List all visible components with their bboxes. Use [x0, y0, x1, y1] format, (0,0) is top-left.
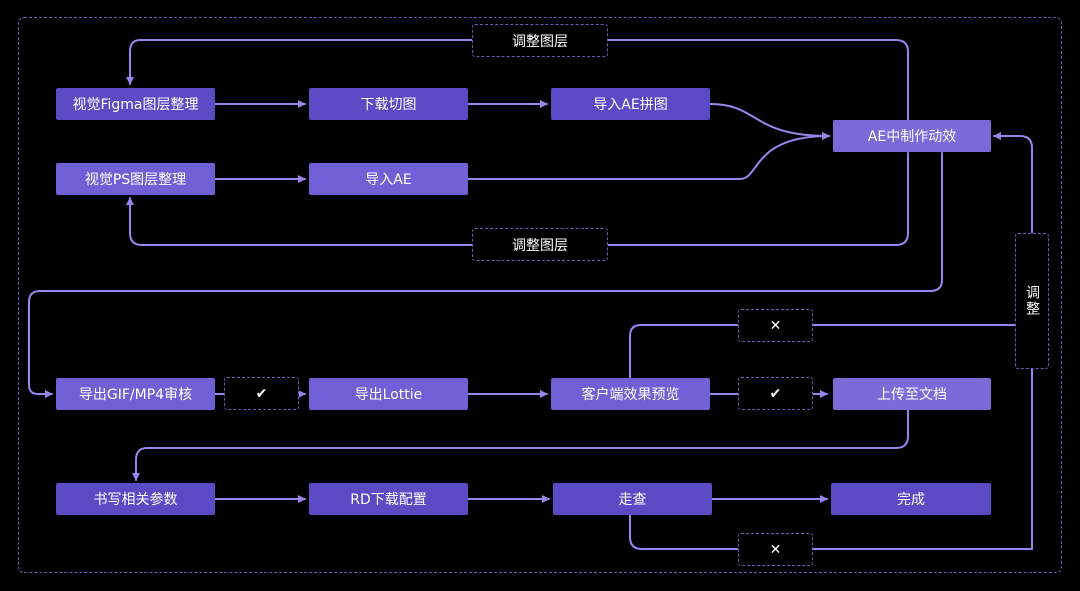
- adjust-layer-label-bottom: 调整图层: [472, 228, 608, 261]
- node-rd-download: RD下载配置: [309, 483, 468, 515]
- outer-frame: [18, 17, 1062, 573]
- node-write-params: 书写相关参数: [56, 483, 215, 515]
- edge-ae-to-export: [28, 152, 943, 398]
- edge-import-ae-to-ae: [467, 132, 830, 180]
- reject-cross-2: ✕: [738, 533, 813, 566]
- approve-check-2: ✔: [738, 377, 813, 410]
- approve-check-1: ✔: [224, 377, 299, 410]
- node-import-ae: 导入AE: [309, 163, 468, 195]
- node-upload-doc: 上传至文档: [833, 378, 991, 410]
- edge-adjust-right: [993, 132, 1033, 550]
- node-export-gif-mp4: 导出GIF/MP4审核: [56, 378, 215, 410]
- edge-walk-reject: [629, 514, 1033, 550]
- adjust-layer-label-top: 调整图层: [472, 24, 608, 57]
- node-done: 完成: [831, 483, 991, 515]
- adjust-label-vertical: 调整: [1015, 233, 1049, 369]
- node-ae-make-animation: AE中制作动效: [833, 120, 991, 152]
- node-figma-layers: 视觉Figma图层整理: [56, 88, 215, 120]
- node-import-ae-stitch: 导入AE拼图: [551, 88, 710, 120]
- node-download-slice: 下载切图: [309, 88, 468, 120]
- edge-upload-to-params: [132, 409, 909, 481]
- node-client-preview: 客户端效果预览: [551, 378, 710, 410]
- node-ps-layers: 视觉PS图层整理: [56, 163, 215, 195]
- edge-preview-reject: [629, 324, 1033, 379]
- reject-cross-1: ✕: [738, 309, 813, 342]
- node-walkthrough: 走查: [553, 483, 712, 515]
- node-export-lottie: 导出Lottie: [309, 378, 468, 410]
- edge-import-stitch-to-ae: [709, 103, 830, 140]
